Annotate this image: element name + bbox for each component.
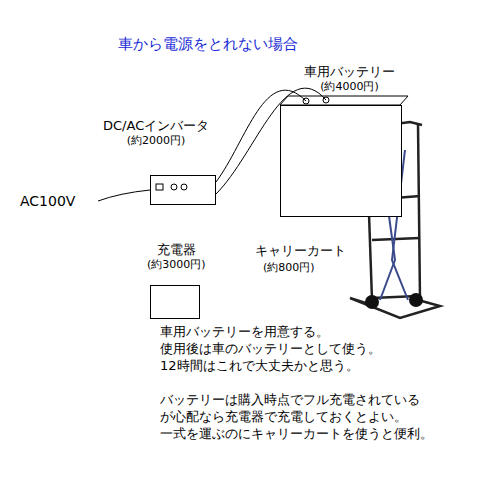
- part-name: 充電器: [147, 242, 206, 258]
- charger-box: 充電器(約3000円): [150, 285, 200, 319]
- part-label: (約800円): [263, 260, 315, 276]
- note-text: バッテリーは購入時点でフル充電されている: [160, 392, 420, 408]
- price-label: (約4000円): [304, 80, 395, 94]
- part-label: DC/ACインバータ(約2000円): [103, 118, 209, 148]
- price-label: (約3000円): [147, 258, 206, 272]
- part-name: DC/ACインバータ: [103, 118, 209, 134]
- note-text: 車用バッテリーを用意する。: [160, 324, 329, 340]
- signal-label: AC100V: [20, 193, 75, 209]
- ac-wire: [98, 190, 150, 201]
- part-name: 車用バッテリー: [304, 64, 395, 80]
- note-text: が心配なら充電器で充電しておくとよい。: [160, 409, 407, 425]
- cart-wheel: [409, 293, 423, 307]
- price-label: (約2000円): [103, 134, 209, 148]
- note-text: 一式を運ぶのにキャリーカートを使うと便利。: [160, 426, 433, 442]
- note-text: 使用後は車のバッテリーとして使う。: [160, 341, 381, 357]
- part-label: 車用バッテリー(約4000円): [304, 64, 395, 94]
- inverter-box: DC/ACインバータ(約2000円): [150, 175, 216, 205]
- battery-box: 車用バッテリー(約4000円): [280, 105, 402, 217]
- cart-wheel: [365, 295, 379, 309]
- part-label: キャリーカート: [255, 243, 346, 259]
- part-label: 充電器(約3000円): [147, 242, 206, 272]
- note-text: 12時間はこれで大丈夫かと思う。: [160, 358, 359, 374]
- battery-top: [280, 96, 408, 105]
- inverter-face: [150, 175, 216, 205]
- title: 車から電源をとれない場合: [118, 35, 298, 53]
